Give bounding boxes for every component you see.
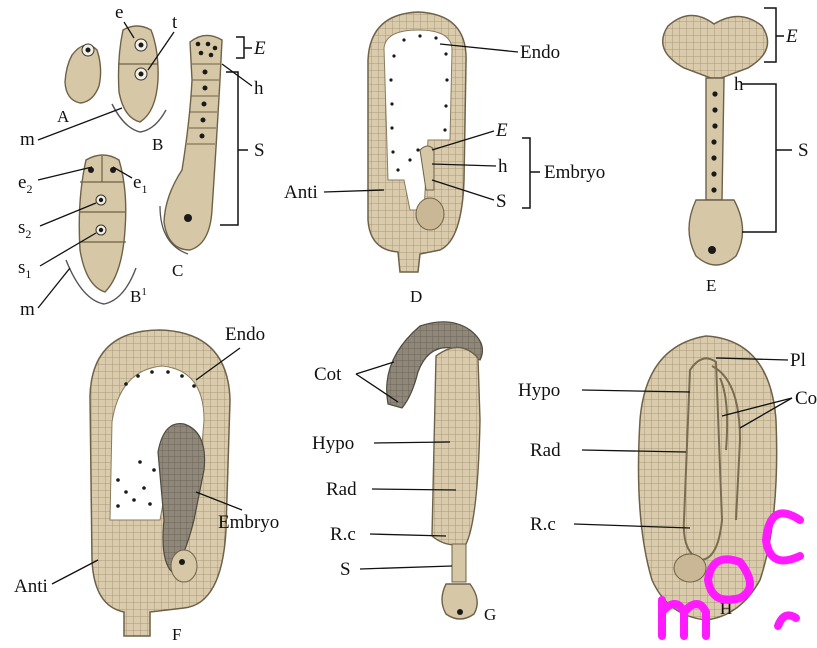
label-g-S: S <box>340 559 351 580</box>
panel-label-g: G <box>484 605 496 624</box>
basal-cell-e <box>689 200 743 265</box>
label-g-rc: R.c <box>330 524 356 545</box>
stage-d-globular: Endo E h S Embryo Anti D <box>284 12 605 306</box>
panel-label-f: F <box>172 625 181 644</box>
label-d-embryo: Embryo <box>544 162 605 183</box>
zygote-nucleolus <box>86 48 91 53</box>
label-d-endo: Endo <box>520 42 560 63</box>
label-h-pl: Pl <box>790 350 806 371</box>
panel-label-b: B <box>152 135 163 154</box>
basal-cell-f <box>171 550 197 582</box>
label-h-rad: Rad <box>530 440 561 461</box>
heart-embryo-e <box>663 15 768 80</box>
label-g-hypo: Hypo <box>312 433 354 454</box>
label-h-co: Co <box>795 388 817 409</box>
axis-g <box>432 347 480 545</box>
label-c-E: E <box>253 38 266 59</box>
stage-e-heart-shaped: E h S E <box>663 8 809 295</box>
label-m: m <box>20 129 35 150</box>
label-d-S: S <box>496 191 507 212</box>
label-f-endo: Endo <box>225 324 265 345</box>
label-c-h: h <box>254 78 264 99</box>
stage-f-torpedo: Endo Embryo Anti F <box>14 324 279 644</box>
label-s1: s1 <box>18 257 31 281</box>
stage-g-mature-embryo: Cot Hypo Rad R.c S G <box>312 322 496 624</box>
label-g-rad: Rad <box>326 479 357 500</box>
panel-label-c: C <box>172 261 183 280</box>
label-h-rc: R.c <box>530 514 556 535</box>
panel-label-a: A <box>57 107 70 126</box>
label-e-S: S <box>798 140 809 161</box>
label-d-h: h <box>498 156 508 177</box>
label-s2: s2 <box>18 217 31 241</box>
label-e: e <box>115 2 123 23</box>
panel-label-b1: B1 <box>130 286 147 306</box>
panel-label-d: D <box>410 287 422 306</box>
stage-h-dicot-seed: Pl Hypo Co Rad R.c H <box>518 336 817 620</box>
label-f-anti: Anti <box>14 576 48 597</box>
suspensor-g <box>452 544 466 582</box>
label-e1: e1 <box>133 172 147 196</box>
label-m-2: m <box>20 299 35 320</box>
basal-cell-d <box>416 198 444 230</box>
label-h-hypo: Hypo <box>518 380 560 401</box>
label-f-embryo: Embryo <box>218 512 279 533</box>
label-g-cot: Cot <box>314 364 342 385</box>
label-d-anti: Anti <box>284 182 318 203</box>
stage-a-zygote: A <box>57 44 101 126</box>
proembryo-and-suspensor <box>164 35 222 250</box>
stage-c-suspensor: E h S C <box>160 35 266 280</box>
stage-b1-four-celled: e2 e1 s2 s1 m B1 <box>18 155 147 320</box>
label-t: t <box>172 12 178 33</box>
label-e2: e2 <box>18 172 32 196</box>
panel-label-e: E <box>706 276 716 295</box>
label-c-S: S <box>254 140 265 161</box>
label-e-E: E <box>785 26 798 47</box>
label-d-E: E <box>495 120 508 141</box>
